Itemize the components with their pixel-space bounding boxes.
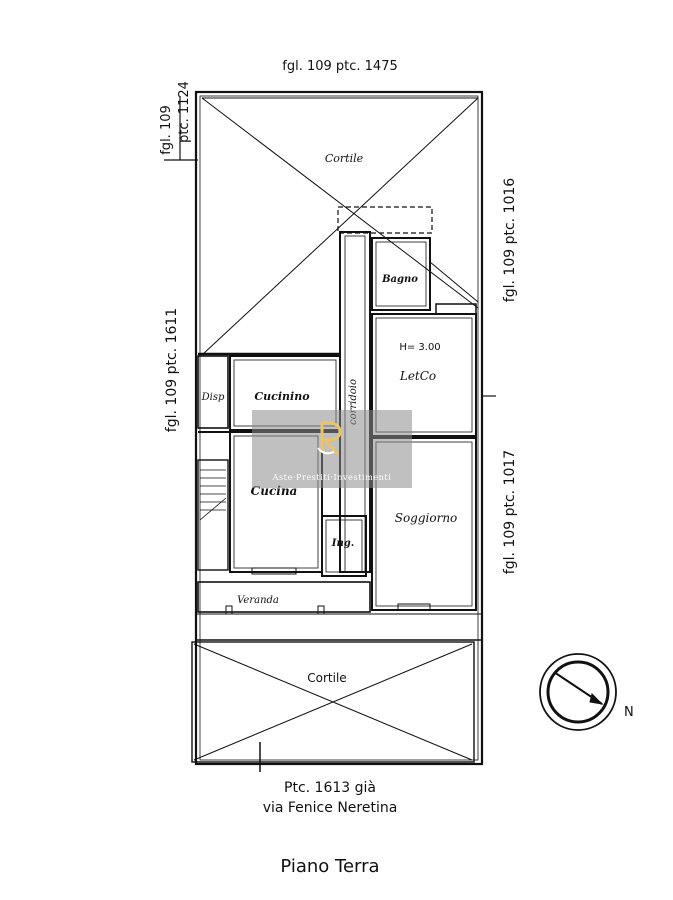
property-boundary [194,90,484,766]
building-walls [196,231,482,641]
room-label-letto: LetCo [399,369,436,383]
watermark-text: Aste·Prestiti·Investimenti [272,473,392,482]
street-parcel-label: Ptc. 1613 già [284,780,376,796]
watermark: Aste·Prestiti·Investimenti [252,410,412,488]
room-label-cortile-bottom: Cortile [307,671,346,685]
north-label: N [624,705,634,720]
ceiling-height-label: H= 3.00 [399,342,440,353]
parcel-label-top-left-a: fgl. 109 [159,105,174,155]
room-label-cortile-top: Cortile [325,152,364,165]
bottom-courtyard [191,641,475,772]
room-label-veranda: Veranda [237,595,279,606]
parcel-label-top: fgl. 109 ptc. 1475 [282,59,398,74]
room-label-disp: Disp [201,392,225,403]
parcel-label-right-upper: fgl. 109 ptc. 1016 [502,178,518,302]
room-label-corridoio: corridoio [348,379,359,425]
street-name-label: via Fenice Neretina [263,800,398,816]
top-courtyard [201,97,479,356]
room-label-cucinino: Cucinino [254,390,309,403]
dashed-projection [337,206,433,234]
room-label-ingresso: Ing. [331,538,354,549]
room-label-soggiorno: Soggiorno [395,511,458,525]
room-label-bagno: Bagno [381,274,418,285]
parcel-label-right-lower: fgl. 109 ptc. 1017 [502,450,518,574]
parcel-label-left: fgl. 109 ptc. 1611 [164,308,180,432]
parcel-label-top-left-b: ptc. 1124 [177,81,192,143]
floor-title: Piano Terra [280,856,379,877]
watermark-logo-icon [317,420,342,456]
compass-icon [539,653,617,731]
